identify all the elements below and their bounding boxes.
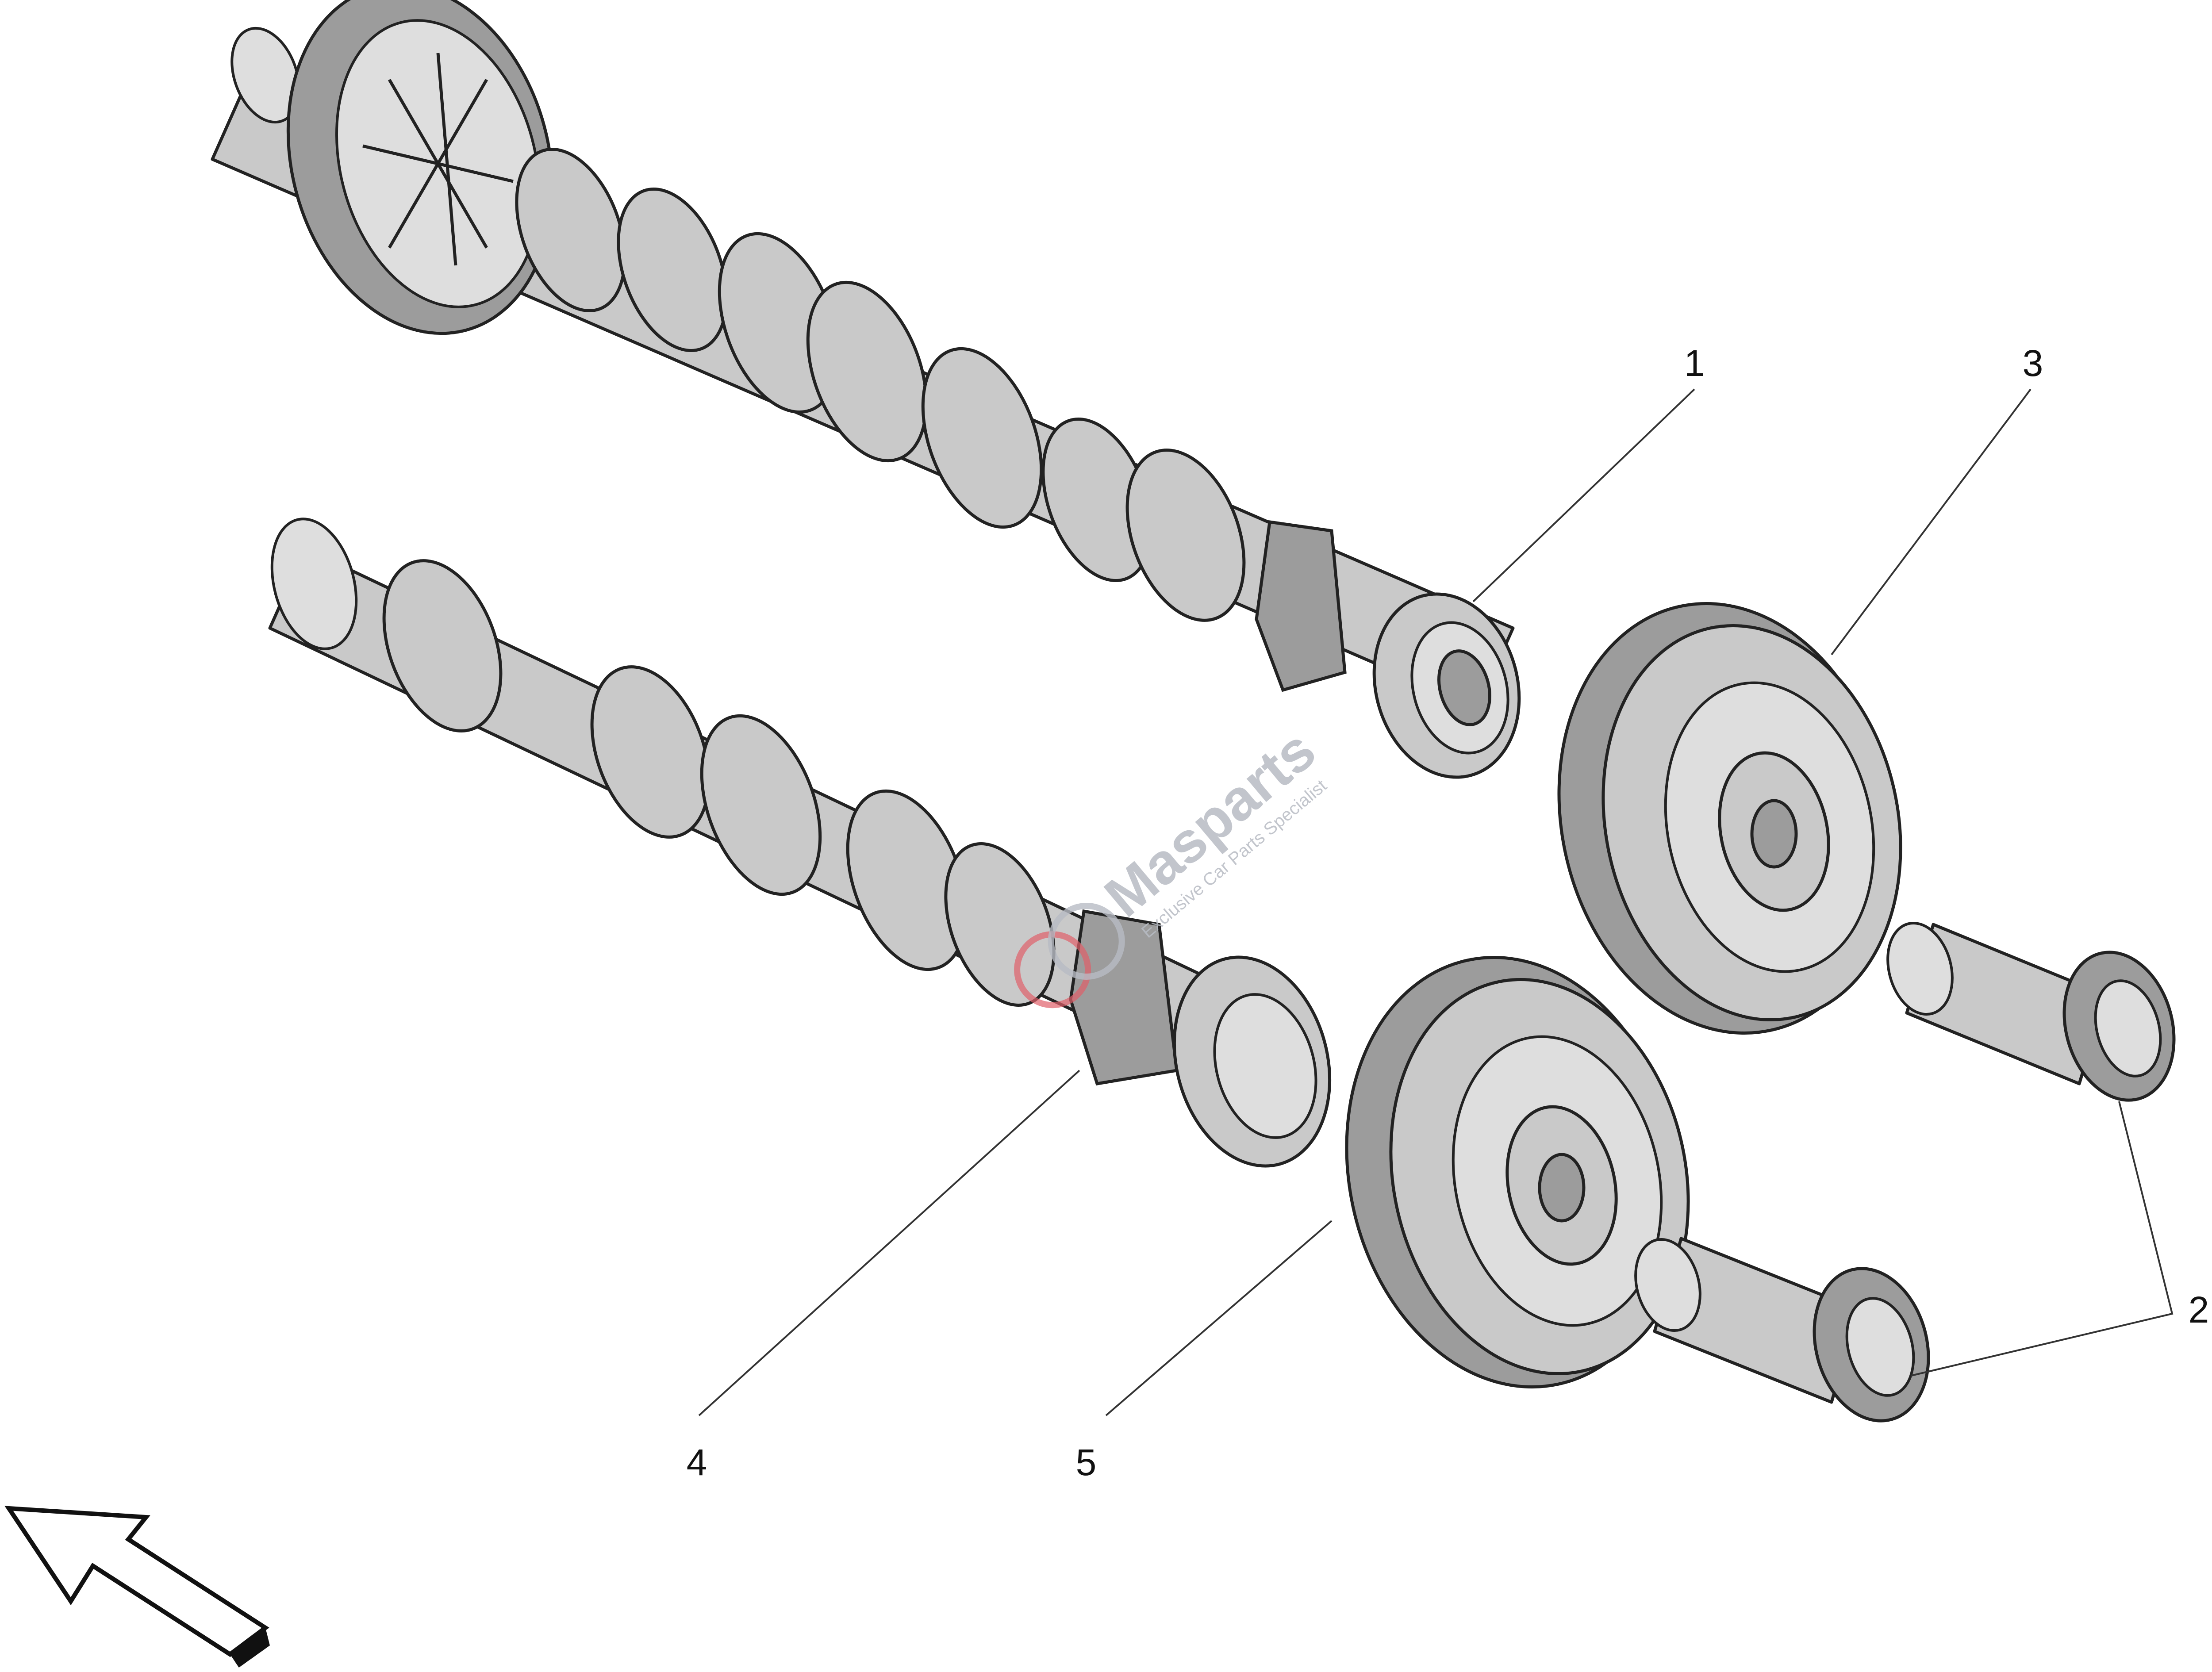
leader-2 <box>1911 1101 2174 1377</box>
leader-lines <box>698 388 2174 1416</box>
callout-1: 1 <box>1684 342 1705 384</box>
callout-2: 2 <box>2189 1289 2209 1331</box>
lower-bolt <box>1634 1237 1930 1423</box>
leader-4 <box>698 1070 1080 1416</box>
lower-camshaft <box>268 518 1332 1168</box>
callout-5: 5 <box>1076 1442 1097 1483</box>
watermark-logo-icon <box>1014 931 1091 1009</box>
upper-camshaft <box>211 0 1521 779</box>
watermark-brand: Masparts <box>1092 717 1327 929</box>
callout-4: 4 <box>687 1442 707 1483</box>
leader-5 <box>1105 1220 1333 1416</box>
leader-1 <box>1472 388 1695 602</box>
upper-bolt <box>1886 921 2176 1102</box>
callouts: 1 2 3 4 5 <box>687 342 2209 1483</box>
leader-3 <box>1831 388 2032 656</box>
callout-3: 3 <box>2023 342 2043 384</box>
upper-cam-phaser <box>1557 602 1902 1035</box>
lower-cam-phaser <box>1345 956 1690 1388</box>
direction-arrow-icon <box>4 1506 270 1668</box>
